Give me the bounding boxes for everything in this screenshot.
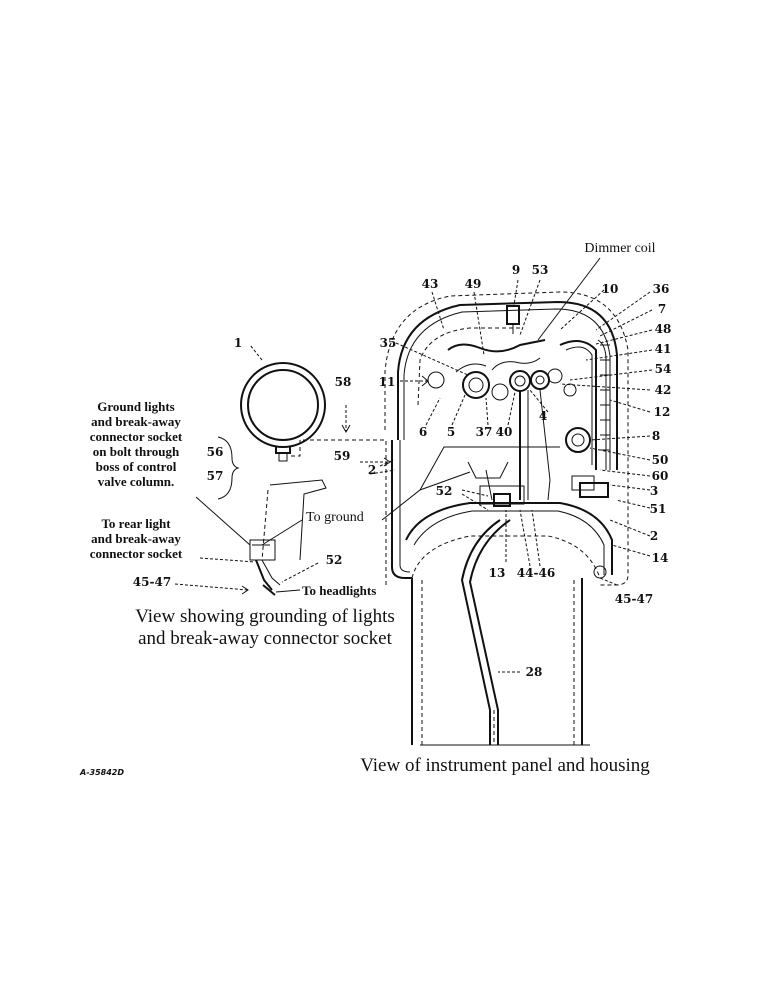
callout-50: 50 xyxy=(652,453,669,467)
callout-48: 48 xyxy=(655,322,672,336)
callout-52b: 52 xyxy=(326,553,343,567)
callout-4: 4 xyxy=(539,409,547,423)
callout-35: 35 xyxy=(380,336,397,350)
callout-58: 58 xyxy=(335,375,352,389)
callout-2b: 2 xyxy=(650,529,658,543)
callout-45-47-left: 45-47 xyxy=(133,575,171,589)
callout-5: 5 xyxy=(447,425,455,439)
note-rear-line-2: and break-away xyxy=(91,531,181,546)
callout-13: 13 xyxy=(489,566,506,580)
callout-56: 56 xyxy=(207,445,224,459)
note-rear-light: To rear light and break-away connector s… xyxy=(90,516,183,561)
callout-54: 54 xyxy=(655,362,672,376)
drawing-code: A-35842D xyxy=(79,768,124,777)
callout-40: 40 xyxy=(496,425,513,439)
label-to-headlights: To headlights xyxy=(302,583,376,598)
note-ground-line-1: Ground lights xyxy=(97,399,174,414)
callout-53: 53 xyxy=(532,263,549,277)
leader-lines xyxy=(379,257,653,673)
callout-37: 37 xyxy=(476,425,493,439)
instrument-cluster xyxy=(417,305,609,507)
callout-3: 3 xyxy=(650,484,658,498)
callout-59: 59 xyxy=(334,449,351,463)
callout-57: 57 xyxy=(207,469,224,483)
cable-28 xyxy=(460,519,511,745)
callout-14: 14 xyxy=(652,551,669,565)
callout-51: 51 xyxy=(650,502,667,516)
callout-10: 10 xyxy=(602,282,619,296)
callout-6: 6 xyxy=(419,425,427,439)
caption-grounding-line-1: View showing grounding of lights xyxy=(135,606,395,627)
callout-1: 1 xyxy=(234,336,242,350)
control-valve-column xyxy=(249,479,327,591)
callout-11: 11 xyxy=(379,375,396,389)
note-ground-line-2: and break-away xyxy=(91,414,181,429)
callout-44-46: 44-46 xyxy=(517,566,555,580)
callout-43: 43 xyxy=(422,277,439,291)
note-ground-line-4: on bolt through xyxy=(93,444,180,459)
callout-7: 7 xyxy=(658,302,666,316)
callout-28: 28 xyxy=(526,665,543,679)
callout-45-47-right: 45-47 xyxy=(615,592,653,606)
caption-panel-view: View of instrument panel and housing xyxy=(360,755,650,776)
callout-42: 42 xyxy=(655,383,672,397)
callout-41: 41 xyxy=(655,342,672,356)
callout-12: 12 xyxy=(654,405,671,419)
label-to-ground: To ground xyxy=(306,510,364,525)
callout-60: 60 xyxy=(652,469,669,483)
note-rear-line-1: To rear light xyxy=(101,516,171,531)
callout-36: 36 xyxy=(653,282,670,296)
callout-52a: 52 xyxy=(436,484,453,498)
callout-numbers: 9 53 43 49 10 36 7 48 35 1 41 54 58 11 4… xyxy=(133,263,672,679)
note-ground-line-6: valve column. xyxy=(98,474,175,489)
headlight xyxy=(240,362,326,462)
note-rear-line-3: connector socket xyxy=(90,546,183,561)
caption-grounding-line-2: and break-away connector socket xyxy=(138,628,392,649)
note-ground-line-5: boss of control xyxy=(96,459,177,474)
note-ground-line-3: connector socket xyxy=(90,429,183,444)
callout-8: 8 xyxy=(652,429,660,443)
note-ground-lights: Ground lights and break-away connector s… xyxy=(90,399,183,489)
callout-9: 9 xyxy=(512,263,520,277)
callout-49: 49 xyxy=(465,277,482,291)
callout-2a: 2 xyxy=(368,463,376,477)
label-dimmer-coil: Dimmer coil xyxy=(584,241,655,256)
